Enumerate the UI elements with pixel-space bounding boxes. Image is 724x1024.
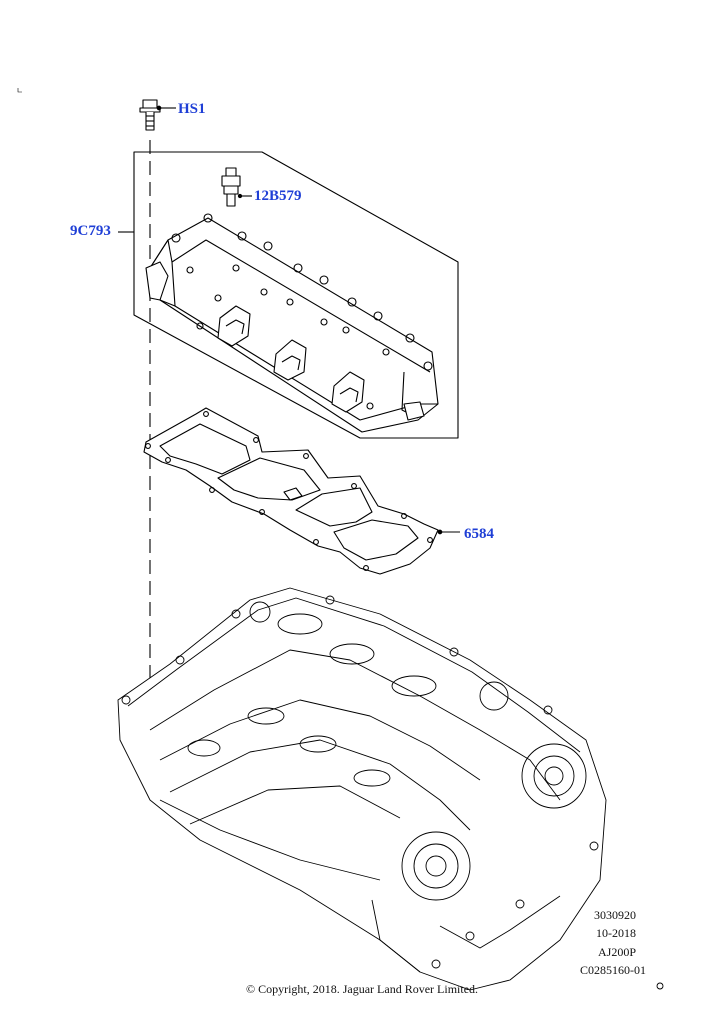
callout-hs1[interactable]: HS1 <box>178 101 206 117</box>
bolt-hs1-part <box>139 99 176 131</box>
reference-number: 3030920 <box>594 908 636 922</box>
cam-housing-body <box>145 213 439 433</box>
engine-code: AJ200P <box>597 945 636 959</box>
callout-9c793[interactable]: 9C793 <box>70 223 111 239</box>
sensor-12b579-part <box>221 167 252 207</box>
cylinder-head-part <box>117 587 664 991</box>
copyright-notice: © Copyright, 2018. Jaguar Land Rover Lim… <box>245 982 479 996</box>
callout-12b579[interactable]: 12B579 <box>254 188 302 204</box>
illustration-code: C0285160-01 <box>580 963 646 977</box>
callout-6584[interactable]: 6584 <box>464 526 494 542</box>
corner-mark <box>17 88 22 93</box>
gasket-6584-part <box>143 407 460 575</box>
date-label: 10-2018 <box>596 926 636 940</box>
housing-frame <box>133 151 459 439</box>
